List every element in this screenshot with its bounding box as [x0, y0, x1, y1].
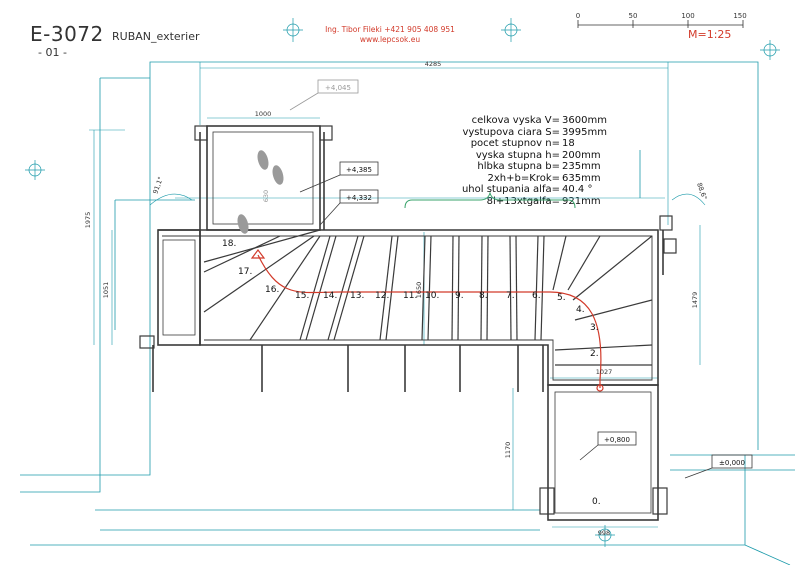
spec-row: celkova vyska V=3600mm — [392, 115, 632, 127]
spec-label: vystupova ciara S= — [462, 126, 560, 138]
spec-row: vyska stupna h=200mm — [392, 150, 632, 162]
step-number: 2. — [590, 349, 599, 359]
drawing-number: E-3072 — [30, 22, 104, 46]
step-number: 13. — [350, 291, 364, 301]
spec-value: 40.4 ° — [562, 184, 593, 195]
spec-label: vyska stupna h= — [475, 149, 560, 161]
drawing-name: RUBAN_exterier — [112, 30, 200, 43]
dimension-label: 1051 — [102, 282, 110, 299]
spec-value: 921mm — [562, 195, 601, 207]
level-label: +4,332 — [346, 194, 372, 202]
spec-value: 3995mm — [562, 126, 607, 138]
step-number: 7. — [506, 291, 515, 301]
spec-label: celkova vyska V= — [471, 115, 560, 126]
scale-tick-label: 150 — [733, 12, 746, 20]
step-number: 16. — [265, 285, 279, 295]
step-number: 3. — [590, 323, 599, 333]
scale-tick-label: 100 — [681, 12, 694, 20]
sheet-number: - 01 - — [38, 46, 67, 59]
step-number: 17. — [238, 267, 252, 277]
dimension-label: 630 — [262, 190, 270, 202]
step-number: 10. — [425, 291, 439, 301]
step-number: 5. — [557, 293, 566, 303]
spec-row: hlbka stupna b=235mm — [392, 161, 632, 173]
spec-label: 2xh+b=Krok= — [487, 172, 560, 184]
spec-value: 235mm — [562, 161, 601, 172]
spec-value: 18 — [562, 138, 575, 149]
step-number: 6. — [532, 291, 541, 301]
scale-tick-label: 50 — [629, 12, 638, 20]
dimension-label: 91,1° — [151, 176, 165, 195]
step-number: 9. — [455, 291, 464, 301]
dimension-label: 1479 — [691, 292, 699, 309]
spec-label: uhol stupania alfa= — [461, 184, 560, 195]
spec-value: 3600mm — [562, 115, 607, 126]
stair-winders — [203, 229, 653, 366]
spec-row: vystupova ciara S=3995mm — [392, 127, 632, 139]
dimension-label: 1000 — [255, 110, 272, 118]
spec-row: 2xh+b=Krok=635mm — [392, 173, 632, 185]
level-label: +4,385 — [346, 166, 372, 174]
level-label: +4,045 — [325, 84, 351, 92]
dimension-label: 4285 — [425, 60, 442, 68]
dimension-label: 1975 — [84, 212, 92, 229]
crosshair-marks — [25, 18, 780, 547]
dimension-label: 998 — [598, 529, 610, 537]
step-numbers: 0. 2. 3. 4. 5. 6. 7. 8. 9. 10. 11. 12. 1… — [222, 239, 601, 507]
scale-tick-label: 0 — [576, 12, 580, 20]
stair-specs: celkova vyska V=3600mm vystupova ciara S… — [392, 115, 632, 207]
spec-row: 8l+13xtgalfa=921mm — [392, 196, 632, 208]
scale-label: M=1:25 — [688, 28, 732, 41]
step-number: 14. — [323, 291, 337, 301]
walking-line — [250, 249, 604, 392]
spec-label: hlbka stupna b= — [477, 161, 560, 172]
dimension-label: 1027 — [596, 368, 613, 376]
dimension-label: 88,6° — [695, 182, 709, 201]
step-number: 11. — [403, 291, 417, 301]
level-label: +0,800 — [604, 436, 630, 444]
scale-ticks: 0 50 100 150 — [576, 12, 747, 20]
spec-value: 200mm — [562, 149, 601, 161]
spec-label: 8l+13xtgalfa= — [486, 195, 560, 207]
scale-bar — [577, 20, 744, 28]
spec-row: pocet stupnov n=18 — [392, 138, 632, 150]
level-label: ±0,000 — [719, 459, 745, 467]
spec-row: uhol stupania alfa=40.4 ° — [392, 184, 632, 196]
dimension-label: 1650 — [415, 282, 423, 299]
dimension-label: 1170 — [504, 442, 512, 459]
step-number: 8. — [479, 291, 488, 301]
step-number: 0. — [592, 497, 601, 507]
step-number: 12. — [375, 291, 389, 301]
author-name-phone: Ing. Tibor Fileki +421 905 408 951 — [325, 25, 455, 34]
step-number: 4. — [576, 305, 585, 315]
author-block: Ing. Tibor Fileki +421 905 408 951 www.l… — [300, 25, 480, 45]
author-website: www.lepcsok.eu — [359, 35, 421, 44]
spec-value: 635mm — [562, 172, 601, 184]
stair-treads — [299, 235, 567, 341]
step-number: 18. — [222, 239, 236, 249]
footprint-icons — [237, 150, 284, 234]
spec-label: pocet stupnov n= — [470, 138, 560, 149]
step-number: 15. — [295, 291, 309, 301]
